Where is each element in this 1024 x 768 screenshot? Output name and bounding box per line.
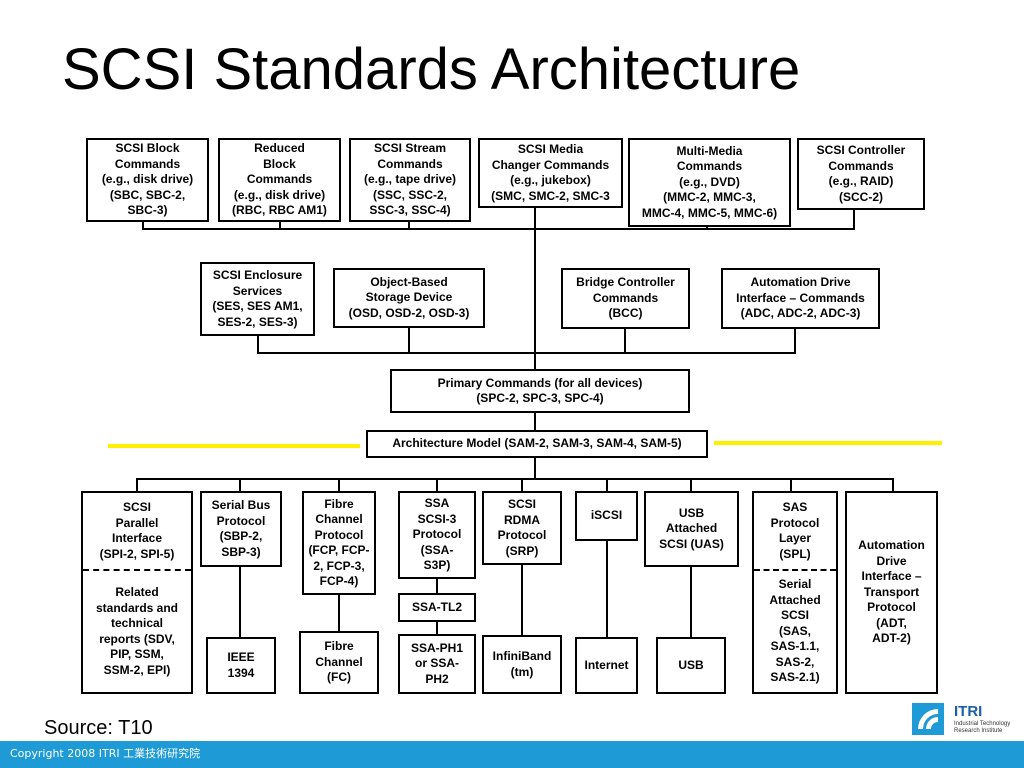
yellow-divider-right bbox=[714, 441, 942, 445]
sas-dashed-divider bbox=[754, 569, 836, 571]
itri-logo-icon bbox=[912, 703, 944, 735]
spi-bottom-text: Related standards and technical reports … bbox=[95, 585, 179, 677]
box-spi: SCSI Parallel Interface (SPI-2, SPI-5) R… bbox=[81, 491, 193, 694]
box-fcp: Fibre Channel Protocol (FCP, FCP- 2, FCP… bbox=[302, 491, 376, 595]
box-bcc: Bridge Controller Commands (BCC) bbox=[561, 268, 690, 329]
box-ssa-s3p: SSA SCSI-3 Protocol (SSA- S3P) bbox=[398, 491, 476, 579]
box-iscsi: iSCSI bbox=[575, 491, 638, 541]
slide-title: SCSI Standards Architecture bbox=[62, 37, 801, 102]
box-architecture-model: Architecture Model (SAM-2, SAM-3, SAM-4,… bbox=[366, 430, 708, 458]
box-usb: USB bbox=[656, 637, 726, 694]
spl-text: SAS Protocol Layer (SPL) bbox=[770, 500, 820, 561]
box-ssa-ph: SSA-PH1 or SSA- PH2 bbox=[398, 634, 476, 694]
box-sbp: Serial Bus Protocol (SBP-2, SBP-3) bbox=[200, 491, 282, 567]
box-srp: SCSI RDMA Protocol (SRP) bbox=[482, 491, 562, 565]
sas-text: Serial Attached SCSI (SAS, SAS-1.1, SAS-… bbox=[769, 577, 821, 685]
yellow-divider-left bbox=[108, 444, 360, 448]
box-adt: Automation Drive Interface – Transport P… bbox=[845, 491, 938, 694]
box-osd: Object-Based Storage Device (OSD, OSD-2,… bbox=[333, 268, 485, 328]
box-smc: SCSI Media Changer Commands (e.g., jukeb… bbox=[478, 138, 623, 208]
box-ssc: SCSI Stream Commands (e.g., tape drive) … bbox=[349, 138, 471, 222]
box-ses: SCSI Enclosure Services (SES, SES AM1, S… bbox=[200, 262, 315, 336]
itri-logo-subtitle: Industrial Technology Research Institute bbox=[954, 721, 1011, 734]
footer-bar: Copyright 2008 ITRI 工業技術研究院 bbox=[0, 741, 1024, 768]
box-infiniband: InfiniBand (tm) bbox=[482, 635, 562, 694]
box-sbc: SCSI Block Commands (e.g., disk drive) (… bbox=[86, 138, 209, 222]
box-adc: Automation Drive Interface – Commands (A… bbox=[721, 268, 880, 329]
itri-logo-name: ITRI bbox=[954, 703, 983, 720]
spi-top-text: SCSI Parallel Interface (SPI-2, SPI-5) bbox=[99, 500, 175, 561]
box-uas: USB Attached SCSI (UAS) bbox=[644, 491, 739, 567]
box-rbc: Reduced Block Commands (e.g., disk drive… bbox=[218, 138, 341, 222]
box-primary-commands: Primary Commands (for all devices) (SPC-… bbox=[390, 369, 690, 413]
spi-dashed-divider bbox=[83, 569, 191, 571]
box-mmc: Multi-Media Commands (e.g., DVD) (MMC-2,… bbox=[628, 138, 791, 227]
box-scc: SCSI Controller Commands (e.g., RAID) (S… bbox=[797, 138, 925, 210]
copyright-text: Copyright 2008 ITRI 工業技術研究院 bbox=[10, 747, 201, 760]
box-ieee1394: IEEE 1394 bbox=[206, 637, 276, 694]
itri-logo: ITRI Industrial Technology Research Inst… bbox=[912, 703, 1020, 739]
source-note: Source: T10 bbox=[44, 717, 153, 739]
box-internet: Internet bbox=[575, 637, 638, 694]
box-ssa-tl2: SSA-TL2 bbox=[398, 593, 476, 622]
box-sas: SAS Protocol Layer (SPL) Serial Attached… bbox=[752, 491, 838, 694]
box-fc: Fibre Channel (FC) bbox=[299, 631, 379, 694]
